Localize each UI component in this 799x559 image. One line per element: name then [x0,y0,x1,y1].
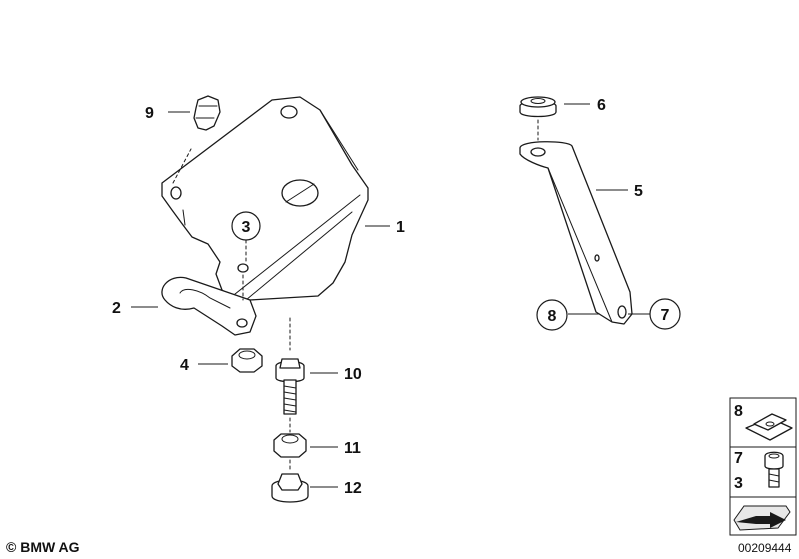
legend-label-8: 8 [734,403,743,420]
hex-nut [231,348,263,373]
legend-panel: 8 7 3 [729,397,797,536]
diagram-id: 00209444 [738,541,792,555]
clamp [161,274,257,336]
cap-nut [193,95,221,131]
callout-10: 10 [344,366,362,383]
copyright-text: © BMW AG [6,539,80,555]
flange-nut [271,459,309,503]
callout-11: 11 [344,440,361,457]
hex-nut-11 [273,417,307,458]
callout-1: 1 [396,219,405,236]
spring-clip-nut-icon [745,413,793,441]
circled-callout-3: 3 [231,211,261,263]
support-arm [519,141,633,325]
callout-2: 2 [112,300,121,317]
rubber-grommet [519,96,557,141]
callout-9: 9 [145,105,154,122]
svg-text:8: 8 [548,308,557,325]
legend-label-7: 7 [734,450,743,467]
circled-callout-8: 8 [536,299,568,331]
circled-callout-7: 7 [649,298,681,330]
flange-bolt [275,317,305,415]
svg-text:3: 3 [242,219,251,236]
callout-4: 4 [180,357,189,374]
legend-label-3: 3 [734,475,743,492]
svg-text:7: 7 [661,307,670,324]
bolt-icon [764,451,784,488]
callout-5: 5 [634,183,643,200]
callout-12: 12 [344,480,362,497]
leader-lines [131,103,650,488]
callout-6: 6 [597,97,606,114]
bracket-plate [161,96,369,301]
direction-arrow-icon [733,505,791,531]
